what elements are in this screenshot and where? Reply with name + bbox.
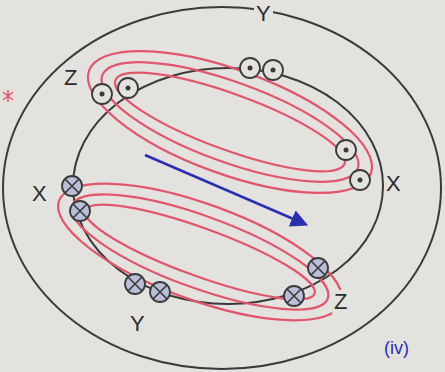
dot-marks: [100, 66, 363, 183]
phase-label: Z: [332, 290, 349, 314]
cross-marks: [65, 179, 325, 303]
phase-label: Y: [254, 2, 273, 26]
coil-windings: [43, 22, 389, 349]
stator-outer: [3, 7, 441, 369]
field-arrow: [145, 155, 305, 224]
conductor-crosses: [62, 176, 328, 306]
phase-label: X: [30, 182, 49, 206]
figure-number: (iv): [382, 338, 411, 358]
conductor-dots: [92, 58, 370, 190]
phase-label: Y: [128, 312, 147, 336]
phase-label: X: [384, 172, 403, 196]
phase-label: Z: [62, 66, 79, 90]
margin-mark: [3, 90, 13, 102]
